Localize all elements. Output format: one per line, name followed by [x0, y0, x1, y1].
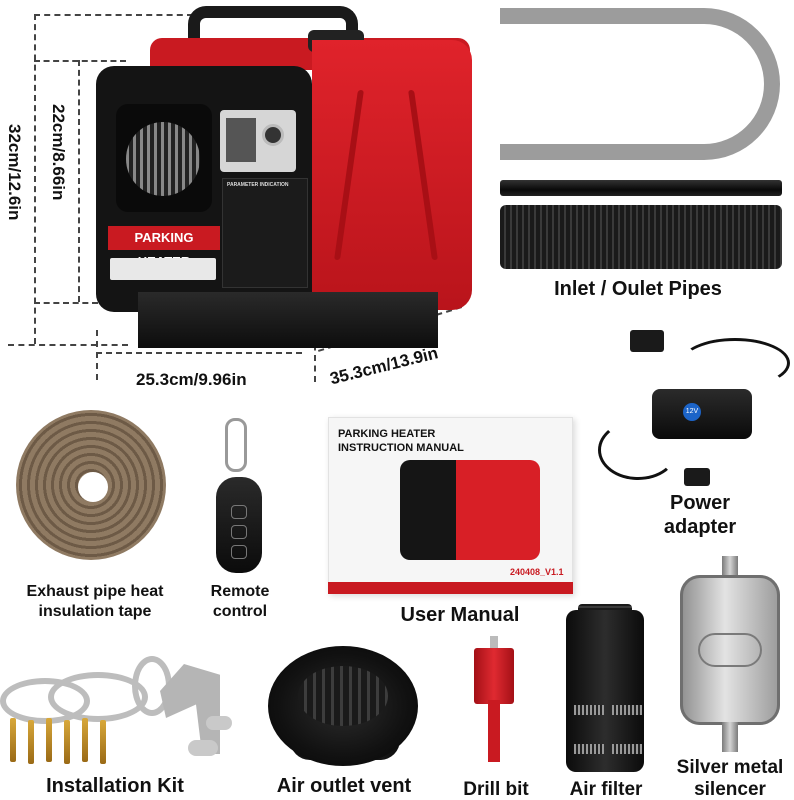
- wing-nut-icon: [206, 716, 232, 730]
- manual-title-line1: PARKING HEATER: [338, 428, 436, 440]
- dim-total-height-line: [34, 14, 36, 344]
- power-cord: [680, 338, 790, 388]
- dim-top-line: [34, 14, 244, 16]
- fan-grill-icon: [126, 122, 200, 196]
- dim-width: 25.3cm/9.96in: [136, 370, 247, 389]
- silencer-outlet-pipe: [722, 722, 738, 752]
- plug-icon: [630, 330, 664, 352]
- drill-bit-label: Drill bit: [463, 779, 529, 800]
- filter-vent-icon: [612, 744, 642, 754]
- parameter-indication-panel: PARAMETER INDICATION: [222, 178, 308, 288]
- dim-mid-line: [34, 60, 126, 62]
- remote-label-2: control: [212, 603, 268, 620]
- screw: [46, 718, 52, 762]
- screw: [82, 718, 88, 762]
- heater-side-panel: [312, 40, 472, 310]
- silencer-waist: [698, 633, 762, 667]
- parameter-indication-title: PARAMETER INDICATION: [227, 182, 289, 188]
- power-adapter-label-2: adapter: [663, 516, 737, 538]
- screw: [28, 720, 34, 764]
- power-adapter-label-1: Power: [669, 492, 731, 514]
- wing-nut-icon: [188, 740, 218, 756]
- filter-vent-icon: [612, 705, 642, 715]
- installation-kit-label: Installation Kit: [46, 775, 184, 797]
- dim-width-line: [96, 352, 302, 354]
- remote-keyring-icon: [225, 418, 247, 472]
- drill-pilot-tip: [490, 636, 498, 650]
- screw: [10, 718, 16, 762]
- dim-bottom-line: [8, 344, 128, 346]
- manual-cover-bar: [328, 582, 573, 594]
- heater-front-label: PARKING HEATER: [108, 226, 220, 269]
- vent-grille-icon: [298, 666, 388, 726]
- silencer-inlet-pipe: [722, 556, 738, 580]
- pipes-label: Inlet / Oulet Pipes: [554, 278, 722, 300]
- air-outlet-vent: [268, 646, 418, 766]
- heater-dial-icon: [262, 124, 284, 146]
- dim-lower-line: [34, 302, 98, 304]
- connector-icon: [684, 468, 710, 486]
- filter-vent-icon: [574, 744, 604, 754]
- tape-label-2: insulation tape: [38, 603, 152, 620]
- drill-shank: [488, 700, 500, 762]
- manual-label: User Manual: [400, 604, 520, 626]
- dim-width-left: [96, 330, 98, 380]
- outlet-hose: [500, 205, 782, 269]
- screw: [100, 720, 106, 764]
- remote-control: [216, 477, 262, 573]
- manual-title-line2: INSTRUCTION MANUAL: [338, 442, 464, 455]
- inlet-hose: [500, 180, 782, 196]
- silencer-label-2: silencer: [694, 779, 766, 800]
- air-filter-label: Air filter: [569, 779, 643, 800]
- manual-cover-title: PARKING HEATER INSTRUCTION MANUAL: [338, 427, 464, 456]
- manual-version: 240408_V1.1: [510, 567, 564, 577]
- steel-u-pipe: [500, 8, 780, 160]
- hole-saw-drill-bit: [474, 648, 514, 704]
- heater-base: [138, 292, 438, 348]
- heater-display: [226, 118, 256, 162]
- manual-heater-image: [400, 460, 540, 560]
- certification-icons: [110, 258, 216, 280]
- air-outlet-vent-label: Air outlet vent: [276, 775, 412, 797]
- tape-label-1: Exhaust pipe heat: [26, 583, 164, 600]
- silencer-label-1: Silver metal: [676, 757, 784, 778]
- adapter-power-button: 12V: [683, 403, 701, 421]
- remote-label-1: Remote: [210, 583, 270, 600]
- dim-depth: 35.3cm/13.9in: [328, 343, 440, 389]
- dim-body-height: 22cm/8.66in: [49, 104, 68, 201]
- silver-metal-silencer: [680, 575, 780, 725]
- remote-button: [231, 545, 247, 559]
- adapter-output-cord: [598, 420, 678, 480]
- remote-button: [231, 505, 247, 519]
- screw: [64, 720, 70, 764]
- dim-body-height-line: [78, 60, 80, 302]
- remote-button: [231, 525, 247, 539]
- filter-vent-icon: [574, 705, 604, 715]
- dim-total-height: 32cm/12.6in: [5, 124, 24, 221]
- tape-core: [78, 472, 108, 502]
